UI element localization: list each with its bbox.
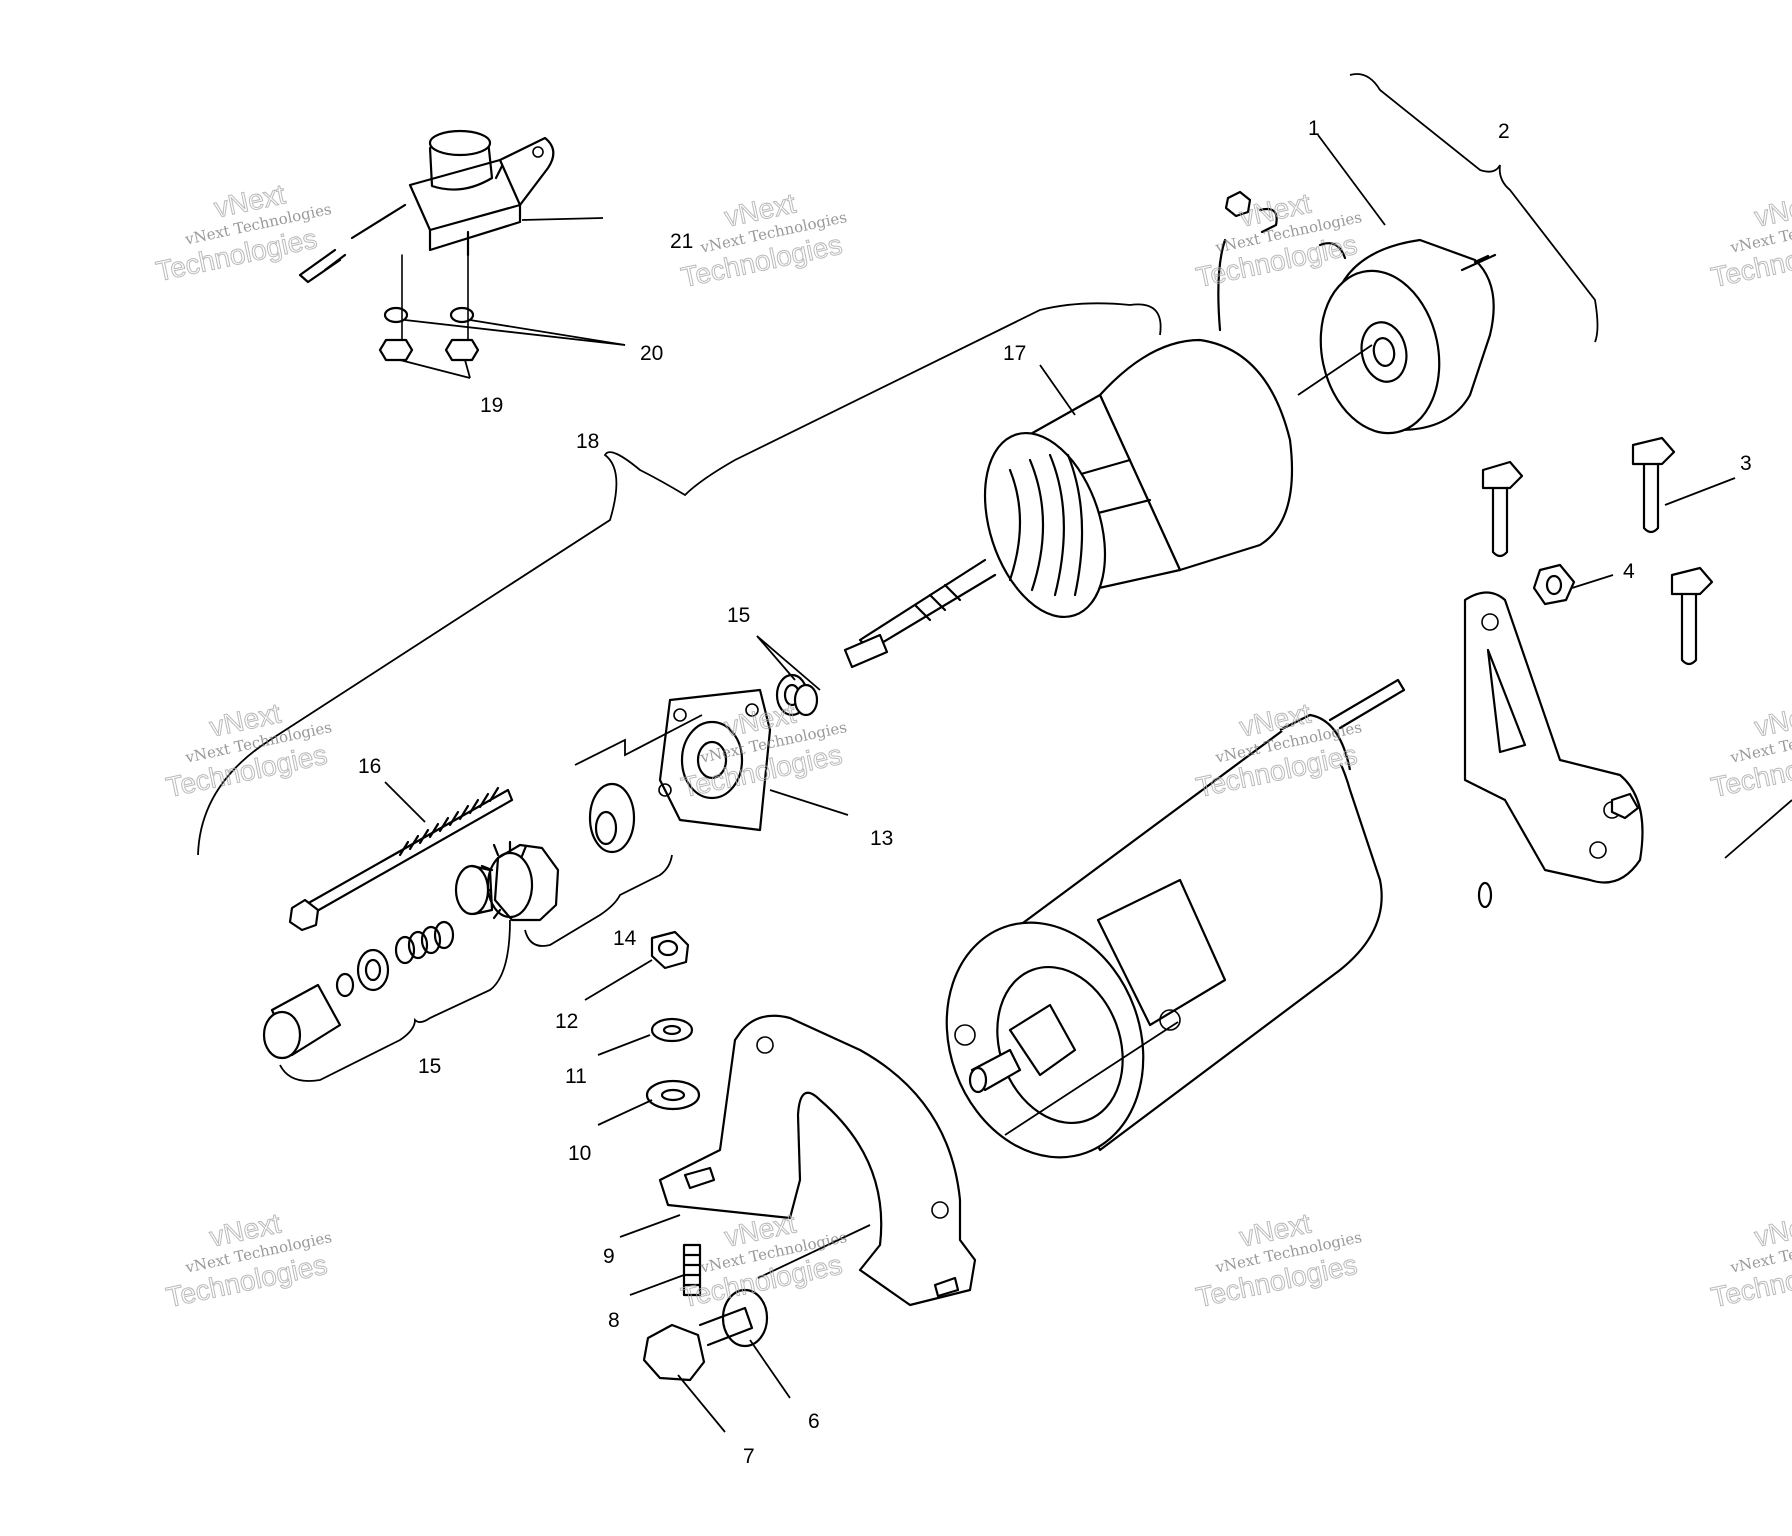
watermark-11: vNext vNext Technologies Technologies bbox=[1193, 1207, 1364, 1314]
drive-end-plate-13 bbox=[658, 688, 772, 832]
callout-1: 1 bbox=[1308, 117, 1320, 140]
callout-15-bottom: 15 bbox=[418, 1055, 441, 1078]
watermark-4: vNext vNext Technologies Technologies bbox=[1708, 187, 1792, 294]
washers-15-top bbox=[775, 673, 819, 717]
pinion-gear bbox=[478, 840, 560, 922]
watermark-2: vNext vNext Technologies Technologies bbox=[678, 187, 849, 294]
flat-washer-10 bbox=[645, 1079, 701, 1111]
lock-washers-20 bbox=[383, 306, 475, 324]
callout-16: 16 bbox=[358, 755, 381, 778]
callout-8: 8 bbox=[608, 1309, 620, 1332]
drive-collar bbox=[454, 864, 494, 916]
watermark-3: vNext vNext Technologies Technologies bbox=[1193, 187, 1364, 294]
brace-2 bbox=[1349, 73, 1599, 343]
stud-8 bbox=[682, 1243, 702, 1297]
brace-18 bbox=[197, 302, 1162, 856]
callout-19: 19 bbox=[480, 394, 503, 417]
bolts-3 bbox=[1481, 436, 1714, 666]
bolt-7 bbox=[642, 1306, 754, 1382]
callout-10: 10 bbox=[568, 1142, 591, 1165]
callout-11: 11 bbox=[565, 1065, 587, 1088]
nuts-19 bbox=[378, 338, 480, 362]
mounting-bracket-upper bbox=[1463, 591, 1644, 884]
callout-4: 4 bbox=[1623, 560, 1635, 583]
spacer-washer bbox=[588, 782, 636, 854]
callout-15-top: 15 bbox=[727, 604, 750, 627]
pinion-cap bbox=[262, 983, 342, 1060]
brace-15-lower bbox=[279, 919, 511, 1082]
callout-6: 6 bbox=[808, 1410, 820, 1433]
end-cap-1 bbox=[1217, 190, 1497, 435]
flat-washer-6 bbox=[721, 1288, 769, 1348]
through-bolt-16 bbox=[288, 786, 514, 932]
watermark-9: vNext vNext Technologies Technologies bbox=[163, 1207, 334, 1314]
watermark-12: vNext vNext Technologies Technologies bbox=[1708, 1207, 1792, 1314]
leader-lines bbox=[384, 134, 1792, 1433]
callout-21: 21 bbox=[670, 230, 693, 253]
callout-9: 9 bbox=[603, 1245, 615, 1268]
callout-7: 7 bbox=[743, 1445, 755, 1468]
watermark-8: vNext vNext Technologies Technologies bbox=[1708, 697, 1792, 804]
watermark-5: vNext vNext Technologies Technologies bbox=[163, 697, 334, 804]
lock-washer-11 bbox=[650, 1017, 694, 1043]
callout-13: 13 bbox=[870, 827, 893, 850]
callout-2: 2 bbox=[1498, 120, 1510, 143]
callout-20: 20 bbox=[640, 342, 663, 365]
callout-14: 14 bbox=[613, 927, 637, 950]
mounting-bracket-lower-9 bbox=[658, 1014, 977, 1307]
armature-17 bbox=[843, 431, 1107, 669]
watermark-1: vNext vNext Technologies Technologies bbox=[153, 178, 333, 288]
starter-motor bbox=[945, 678, 1493, 1159]
callout-3: 3 bbox=[1740, 452, 1752, 475]
callout-17: 17 bbox=[1003, 342, 1026, 365]
callout-18: 18 bbox=[576, 430, 599, 453]
stop-ring bbox=[335, 948, 390, 998]
callout-labels: 1 2 3 4 6 7 8 9 10 11 12 13 14 15 15 16 … bbox=[358, 117, 1752, 1468]
nut-4 bbox=[1532, 563, 1576, 606]
starter-solenoid bbox=[298, 129, 555, 284]
callout-12: 12 bbox=[555, 1010, 578, 1033]
spring bbox=[394, 920, 455, 965]
brace-pinion bbox=[524, 854, 673, 947]
nut-14 bbox=[650, 930, 690, 970]
